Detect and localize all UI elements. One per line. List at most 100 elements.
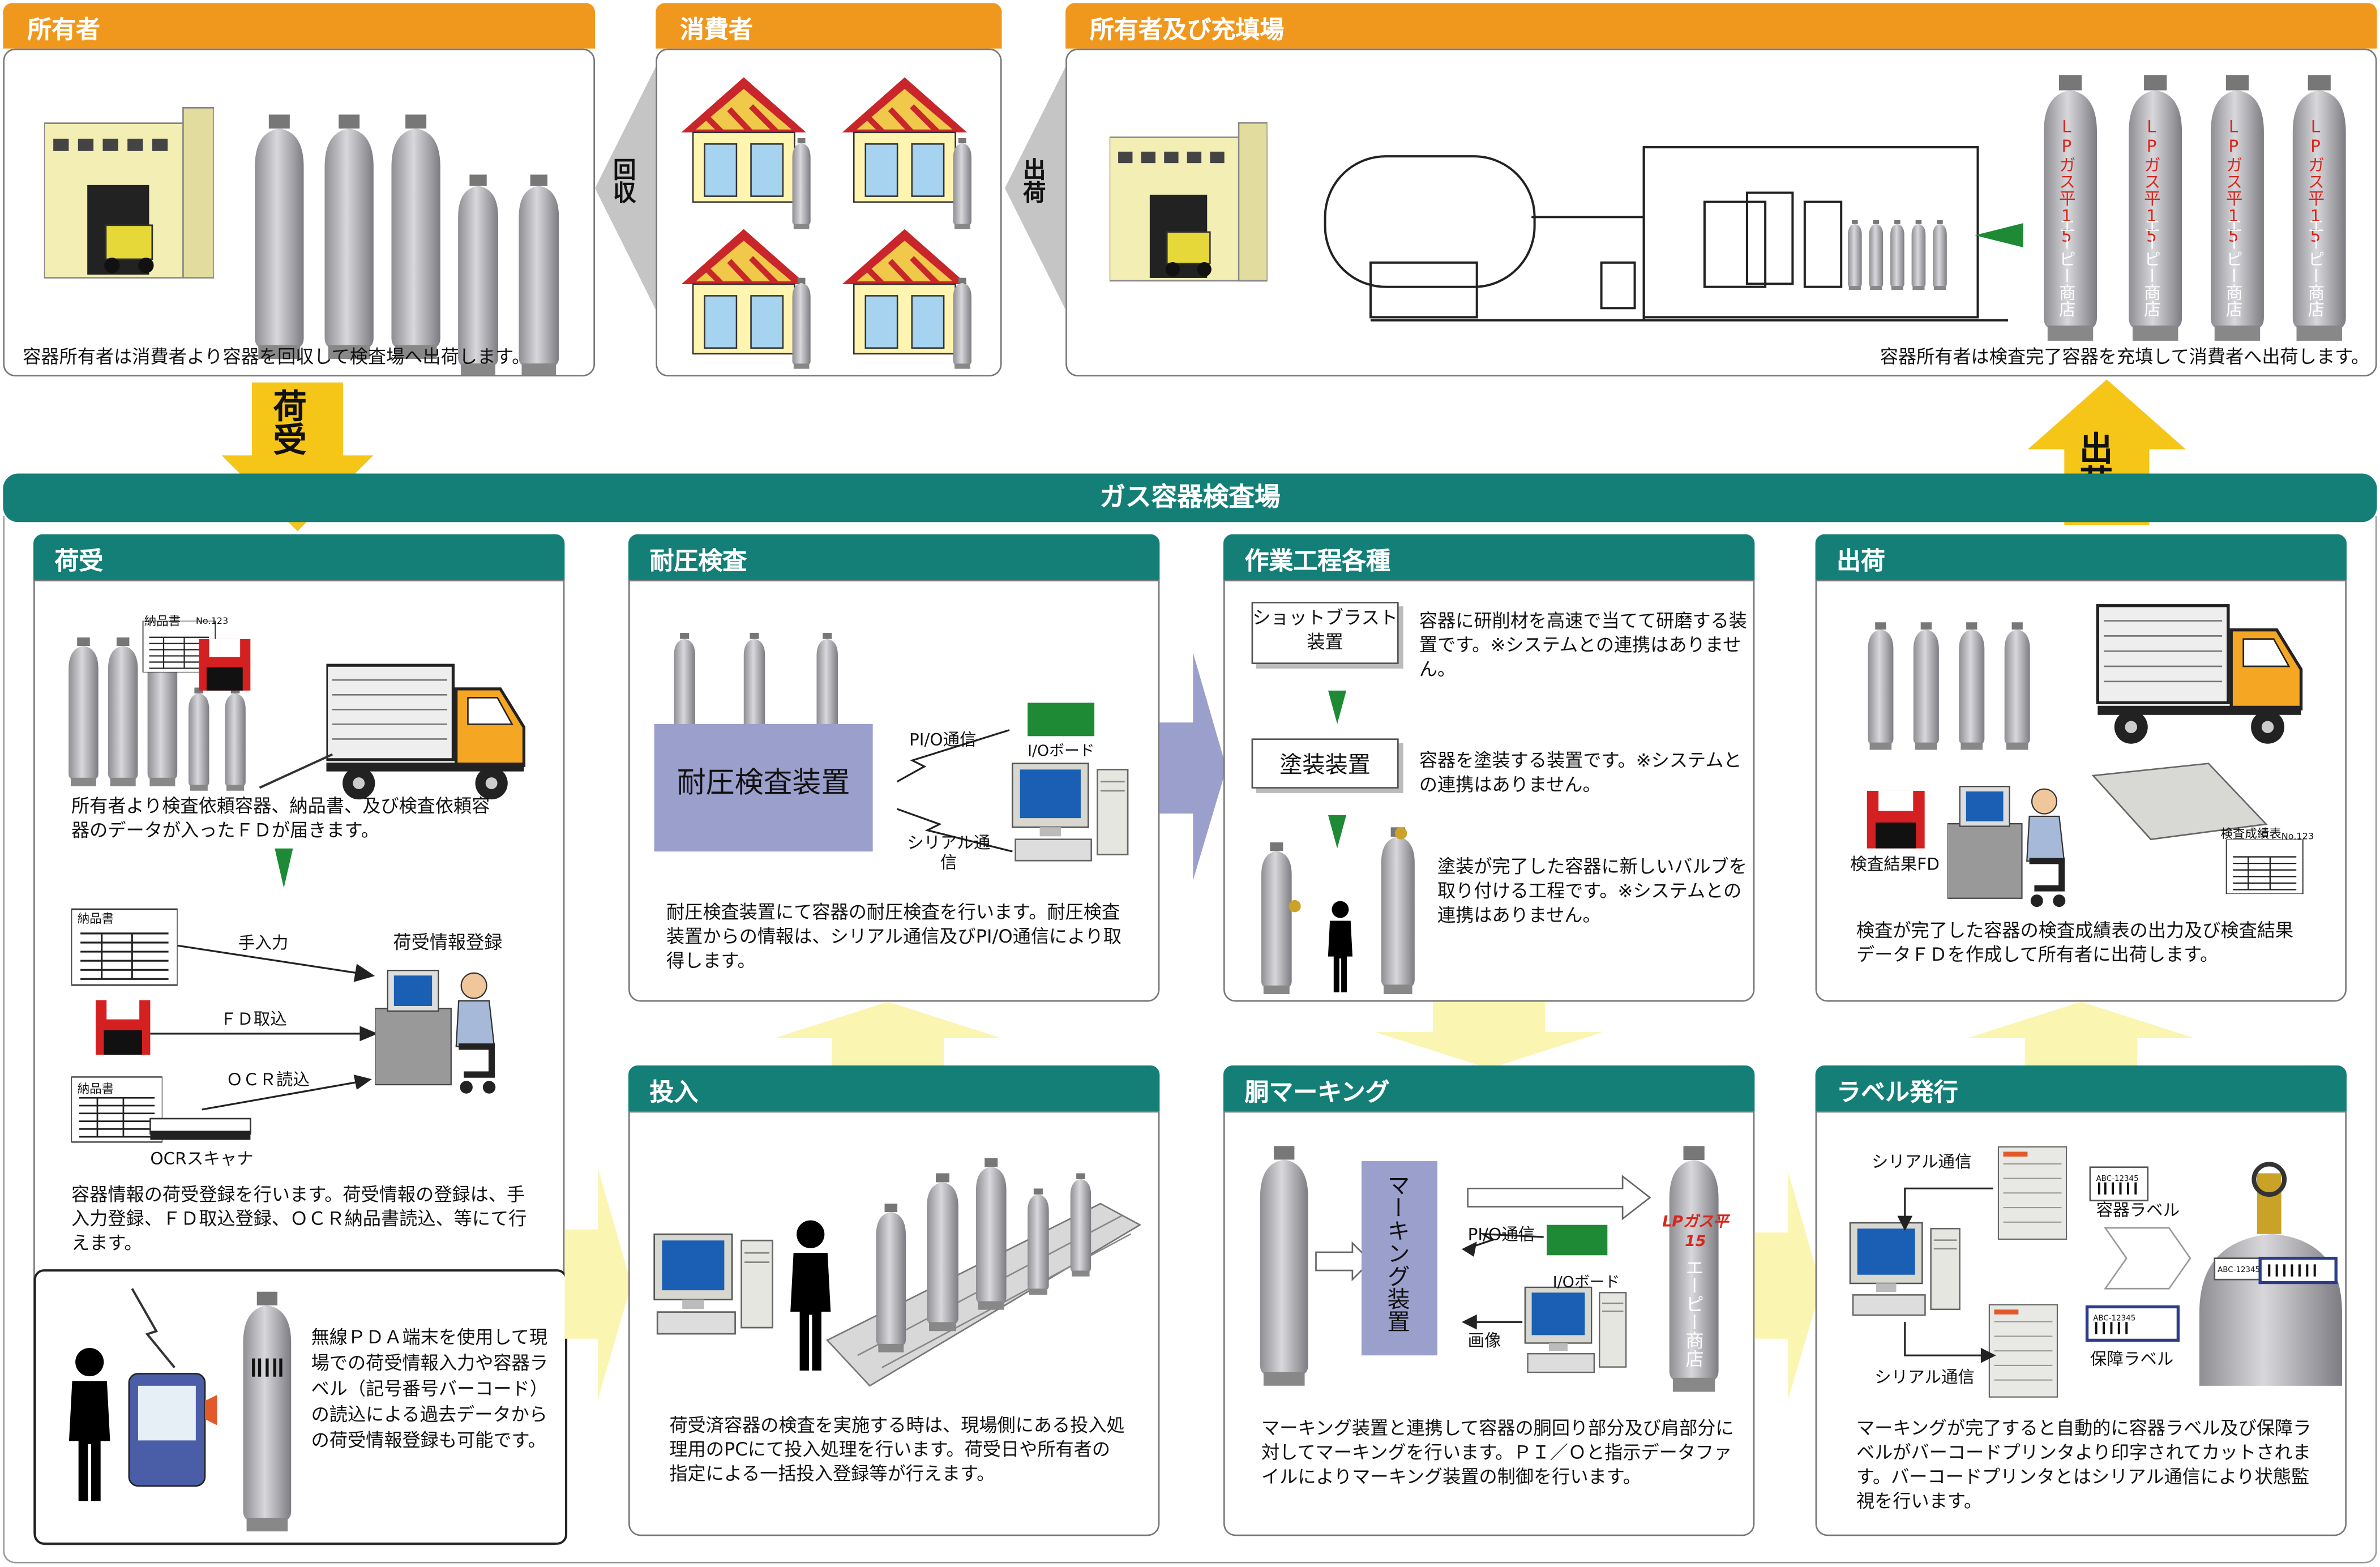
input-title-bar: 投入: [628, 1065, 1160, 1111]
input-caption: 荷受済容器の検査を実施する時は、現場側にある投入処理用のPCにて投入処理を行いま…: [669, 1414, 1125, 1485]
filling-title: 所有者及び充填場: [1090, 15, 1285, 44]
ocr-read-label: ＯＣＲ読込: [226, 1070, 310, 1090]
marked-cyl-label-top: LPガス平15: [1662, 1214, 1729, 1251]
label-serial-top: シリアル通信: [1871, 1151, 1972, 1172]
result-fd-label: 検査結果FD: [1850, 854, 1940, 875]
marking-illustration: [1260, 1146, 1719, 1392]
ocr-note-label-2: 納品書: [77, 1082, 114, 1096]
filled-cyl-4-label-name: エーピー商店: [2305, 217, 2326, 318]
pressure-serial-label: シリアル通信: [907, 833, 991, 873]
pressure-to-process-arrow: [1159, 652, 1227, 881]
marking-panel: マーキング装置 PI/O通信 I/Oボード 画像 LPガス平15 エーピー商店 …: [1223, 1111, 1755, 1536]
pressure-io-board-label: I/Oボード: [1028, 743, 1095, 761]
consumer-houses: [657, 50, 971, 369]
ocr-note-label-1: 納品書: [77, 912, 114, 926]
shot-blast-desc: 容器に研削材を高速で当てて研磨する装置です。※システムとの連携はありません。: [1419, 610, 1748, 680]
label-panel: シリアル通信 ABC-12345 容器ラベル ABC-12345 保障ラベル シ…: [1815, 1111, 2347, 1536]
shipping-illustration: [1867, 581, 2304, 1003]
pressure-caption: 耐圧検査装置にて容器の耐圧検査を行います。耐圧検査装置からの情報は、シリアル通信…: [666, 901, 1122, 971]
consumer-panel: [656, 48, 1002, 376]
process-panel: ショットブラスト装置 容器に研削材を高速で当てて研磨する装置です。※システムとの…: [1223, 580, 1755, 1002]
paint-device-label: 塗装装置: [1279, 751, 1371, 779]
manual-input-label: 手入力: [238, 933, 289, 953]
registration-label: 荷受情報登録: [393, 932, 503, 953]
paint-device-desc: 容器を塗装する装置です。※システムとの連携はありません。: [1419, 750, 1742, 795]
filled-cyl-3-label-top: LPガス平15: [2223, 117, 2244, 246]
pressure-panel: 耐圧検査装置 PI/O通信 I/Oボード シリアル通信 耐圧検査装置にて容器の耐…: [628, 580, 1160, 1002]
filled-cyl-2-label-top: LPガス平15: [2142, 117, 2161, 246]
owner-title: 所有者: [27, 15, 100, 44]
label-title-bar: ラベル発行: [1815, 1065, 2347, 1111]
marking-image-label: 画像: [1467, 1331, 1501, 1351]
ocr-scanner-label: OCRスキャナ: [150, 1149, 254, 1169]
input-to-pressure-arrow: [774, 1001, 1002, 1069]
receive-down-arrow: [221, 382, 374, 532]
label-to-shipping-arrow: [1967, 1001, 2195, 1069]
ship-arrow-label: 出荷: [1020, 157, 1047, 204]
marking-device-label: マーキング装置: [1384, 1173, 1412, 1333]
consumer-title: 消費者: [680, 15, 753, 44]
process-title: 作業工程各種: [1244, 546, 1390, 576]
owner-illustration: [44, 106, 559, 375]
receiving-note-label: 納品書: [144, 614, 181, 628]
pressure-title-bar: 耐圧検査: [628, 534, 1160, 580]
shot-blast-label: ショットブラスト装置: [1252, 607, 1398, 653]
shipping-caption: 検査が完了した容器の検査成績表の出力及び検査結果データＦＤを作成して所有者に出荷…: [1856, 919, 2294, 966]
marking-pio-label: PI/O通信: [1467, 1225, 1535, 1245]
owner-panel: 容器所有者は消費者より容器を回収して検査場へ出荷します。: [3, 48, 595, 376]
owner-caption: 容器所有者は消費者より容器を回収して検査場へ出荷します。: [23, 346, 530, 367]
receiving-panel: 納品書 No.123 所有者より検査依頼容器、納品書、及び検査依頼容器のデータが…: [33, 580, 568, 1545]
filling-panel: LPガス平15 エーピー商店 LPガス平15 エーピー商店 LPガス平15 エー…: [1065, 48, 2377, 376]
label-serial-bottom: シリアル通信: [1874, 1367, 1975, 1388]
marking-io-board-label: I/Oボード: [1552, 1275, 1620, 1292]
receive-to-input-arrow: [564, 1168, 632, 1399]
receive-arrow-label: 荷受: [267, 388, 305, 456]
collect-arrow: [594, 66, 656, 310]
input-illustration: [653, 1158, 1142, 1387]
input-title: 投入: [649, 1077, 699, 1107]
label-title: ラベル発行: [1837, 1077, 1958, 1107]
filled-cyl-4-label-top: LPガス平15: [2305, 117, 2326, 246]
inspection-site-banner: ガス容器検査場: [3, 473, 2377, 523]
owner-title-bar: 所有者: [3, 3, 595, 49]
receiving-title: 荷受: [54, 546, 104, 576]
report-no: No.123: [2281, 832, 2314, 843]
receiving-caption-1: 所有者より検査依頼容器、納品書、及び検査依頼容器のデータが入ったＦＤが届きます。: [71, 795, 490, 841]
input-panel: 荷受済容器の検査を実施する時は、現場側にある投入処理用のPCにて投入処理を行いま…: [628, 1111, 1160, 1536]
shipping-title: 出荷: [1837, 546, 1885, 576]
pressure-device-label: 耐圧検査装置: [677, 766, 850, 800]
report-label: 検査成績表: [2220, 827, 2281, 841]
banner-title: ガス容器検査場: [1099, 482, 1281, 513]
pressure-pio-label: PI/O通信: [909, 730, 977, 750]
marking-to-label-arrow: [1754, 1171, 1822, 1399]
filled-cyl-3-label-name: エーピー商店: [2223, 217, 2244, 318]
receiving-illustration: [33, 620, 568, 1545]
pressure-illustration: [654, 633, 1129, 862]
pressure-title: 耐圧検査: [649, 546, 747, 576]
container-label-caption: 容器ラベル: [2096, 1200, 2180, 1221]
filled-cyl-2-label-name: エーピー商店: [2142, 217, 2161, 318]
filling-title-bar: 所有者及び充填場: [1065, 3, 2377, 49]
ship-to-consumer-arrow: [1004, 66, 1066, 310]
inspection-site-frame: [3, 516, 2377, 1564]
shipping-panel: 検査結果FD 検査成績表 No.123 検査が完了した容器の検査成績表の出力及び…: [1815, 580, 2347, 1003]
container-label-code: ABC-12345: [2096, 1175, 2139, 1184]
filling-plant-illustration: [1109, 75, 2346, 341]
fd-import-label: ＦＤ取込: [220, 1009, 287, 1029]
valve-step-desc: 塗装が完了した容器に新しいバルブを取り付ける工程です。※システムとの連携はありま…: [1437, 856, 1748, 926]
marking-title-bar: 胴マーキング: [1223, 1065, 1755, 1111]
consumer-title-bar: 消費者: [656, 3, 1002, 49]
pda-caption: 無線ＰＤＡ端末を使用して現場での荷受情報入力や容器ラベル（記号番号バーコード）の…: [311, 1326, 548, 1452]
marking-caption: マーキング装置と連携して容器の胴回り部分及び肩部分に対してマーキングを行います。…: [1261, 1418, 1734, 1488]
process-title-bar: 作業工程各種: [1223, 534, 1755, 580]
label-illustration: [1849, 1146, 2342, 1398]
shipping-title-bar: 出荷: [1815, 534, 2347, 580]
process-to-marking-arrow: [1375, 1001, 1603, 1069]
filling-caption: 容器所有者は検査完了容器を充填して消費者へ出荷します。: [1880, 346, 2370, 367]
marked-cyl-label-name: エーピー商店: [1683, 1258, 1705, 1368]
filled-cyl-1-label-name: エーピー商店: [2056, 217, 2077, 318]
label-caption: マーキングが完了すると自動的に容器ラベル及び保障ラベルがバーコードプリンタより印…: [1856, 1418, 2311, 1512]
receiving-caption-2: 容器情報の荷受登録を行います。荷受情報の登録は、手入力登録、ＦＤ取込登録、ＯＣＲ…: [71, 1184, 527, 1254]
collect-arrow-label: 回収: [610, 157, 638, 204]
